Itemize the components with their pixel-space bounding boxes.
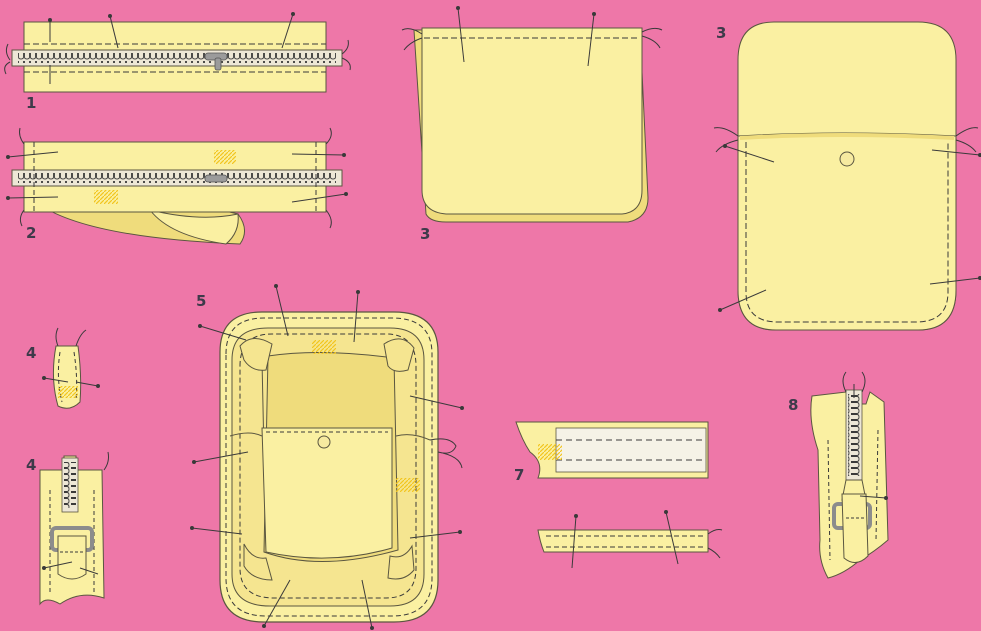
step2-zipper-panel bbox=[7, 128, 348, 244]
step7-strap-band bbox=[516, 422, 722, 568]
step-label-3-panel: 3 bbox=[716, 26, 726, 41]
step-label-1: 1 bbox=[26, 96, 36, 111]
snap-button-icon bbox=[840, 152, 854, 166]
step-label-7: 7 bbox=[514, 468, 524, 483]
glue-mark-icon bbox=[214, 150, 236, 164]
step5-assembled-bag bbox=[191, 285, 464, 630]
step-label-3-flap: 3 bbox=[420, 227, 430, 242]
step-label-5: 5 bbox=[196, 294, 206, 309]
step-label-4-strap: 4 bbox=[26, 458, 36, 473]
step1-zipper-panel bbox=[5, 13, 351, 93]
step4-strap-buckle bbox=[40, 452, 109, 604]
step8-zipper-buckle bbox=[811, 372, 888, 578]
step-label-4-tab: 4 bbox=[26, 346, 36, 361]
step-label-8: 8 bbox=[788, 398, 798, 413]
step3-pocket-flap bbox=[402, 7, 662, 223]
step4-tab bbox=[43, 328, 100, 408]
step3-pocket-panel bbox=[714, 22, 981, 330]
step-label-2: 2 bbox=[26, 226, 36, 241]
glue-mark-icon bbox=[94, 190, 118, 204]
